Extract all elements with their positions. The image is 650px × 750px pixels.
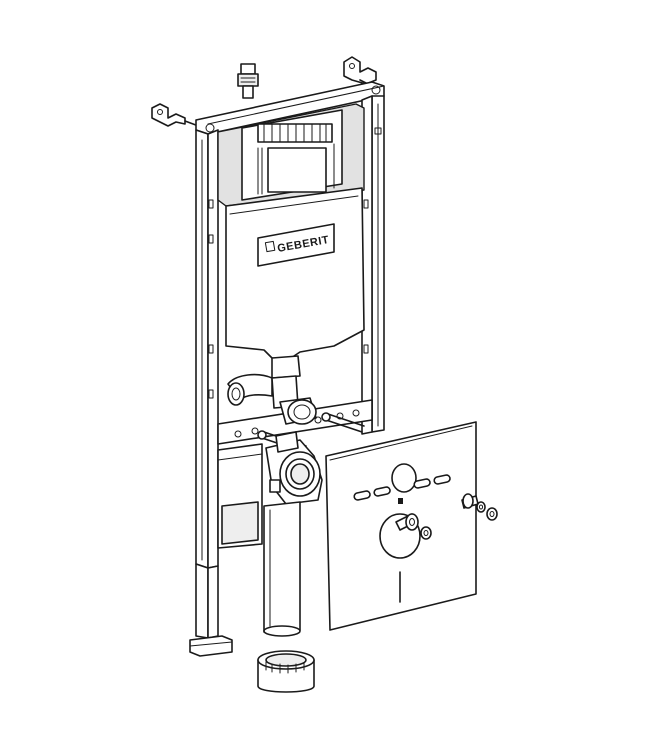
rod-slot-left-inner (373, 486, 391, 497)
rod-slot-right (433, 474, 451, 485)
brand-logo: GEBERIT (257, 223, 335, 267)
actuator-grille (257, 123, 335, 195)
screw-with-washers (395, 513, 432, 540)
rod-slot-right-inner (413, 478, 431, 489)
flush-pipe-cutout (391, 463, 417, 493)
flush-pipe-assembly (227, 373, 317, 425)
logo-mark-icon (264, 240, 276, 253)
concealed-cistern: GEBERIT (217, 103, 365, 379)
rod-slot-left (353, 490, 371, 501)
water-inlet-valve (237, 63, 259, 99)
pipe-reducer-fitting (257, 650, 315, 693)
fixing-bolt-and-washers (461, 493, 498, 521)
drain-pipe (263, 501, 301, 637)
drain-bend (265, 431, 323, 505)
